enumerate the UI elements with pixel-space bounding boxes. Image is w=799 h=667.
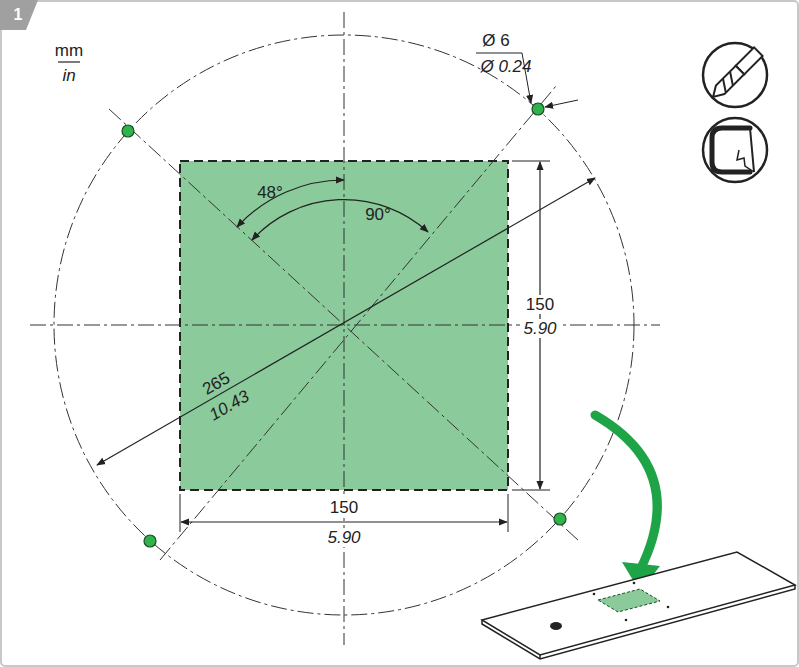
- dimension-label: 150: [327, 498, 361, 517]
- angle-dimension: [237, 180, 344, 227]
- step-number: 1: [14, 7, 23, 23]
- center-lines: [30, 12, 660, 645]
- leader-line: [476, 53, 522, 54]
- dimension-label: in: [62, 67, 75, 84]
- angle-dimension: [252, 200, 428, 240]
- dimension-label: Ø 0.24: [480, 58, 531, 75]
- leader-line: [545, 100, 578, 107]
- saw-icon: [703, 118, 767, 182]
- placement-arrow: [595, 415, 657, 570]
- dimension-label: Ø 6: [482, 32, 509, 49]
- dimension-label: 150: [523, 295, 557, 314]
- drill-icon: [703, 43, 767, 107]
- dimension-label: 5.90: [324, 528, 363, 547]
- step-tag: [0, 0, 38, 30]
- mounting-plate: [482, 552, 795, 659]
- dimension-label: 5.90: [520, 319, 559, 338]
- dimension-label: 48°: [257, 184, 283, 201]
- dimension-label: mm: [55, 42, 83, 59]
- diameter-dimension: [97, 178, 595, 465]
- dimension-line: [181, 521, 507, 522]
- mounting-holes: [122, 103, 566, 547]
- unit-bar: [58, 61, 80, 62]
- dimension-lines: [180, 161, 550, 532]
- dimension-label: 90°: [365, 206, 391, 223]
